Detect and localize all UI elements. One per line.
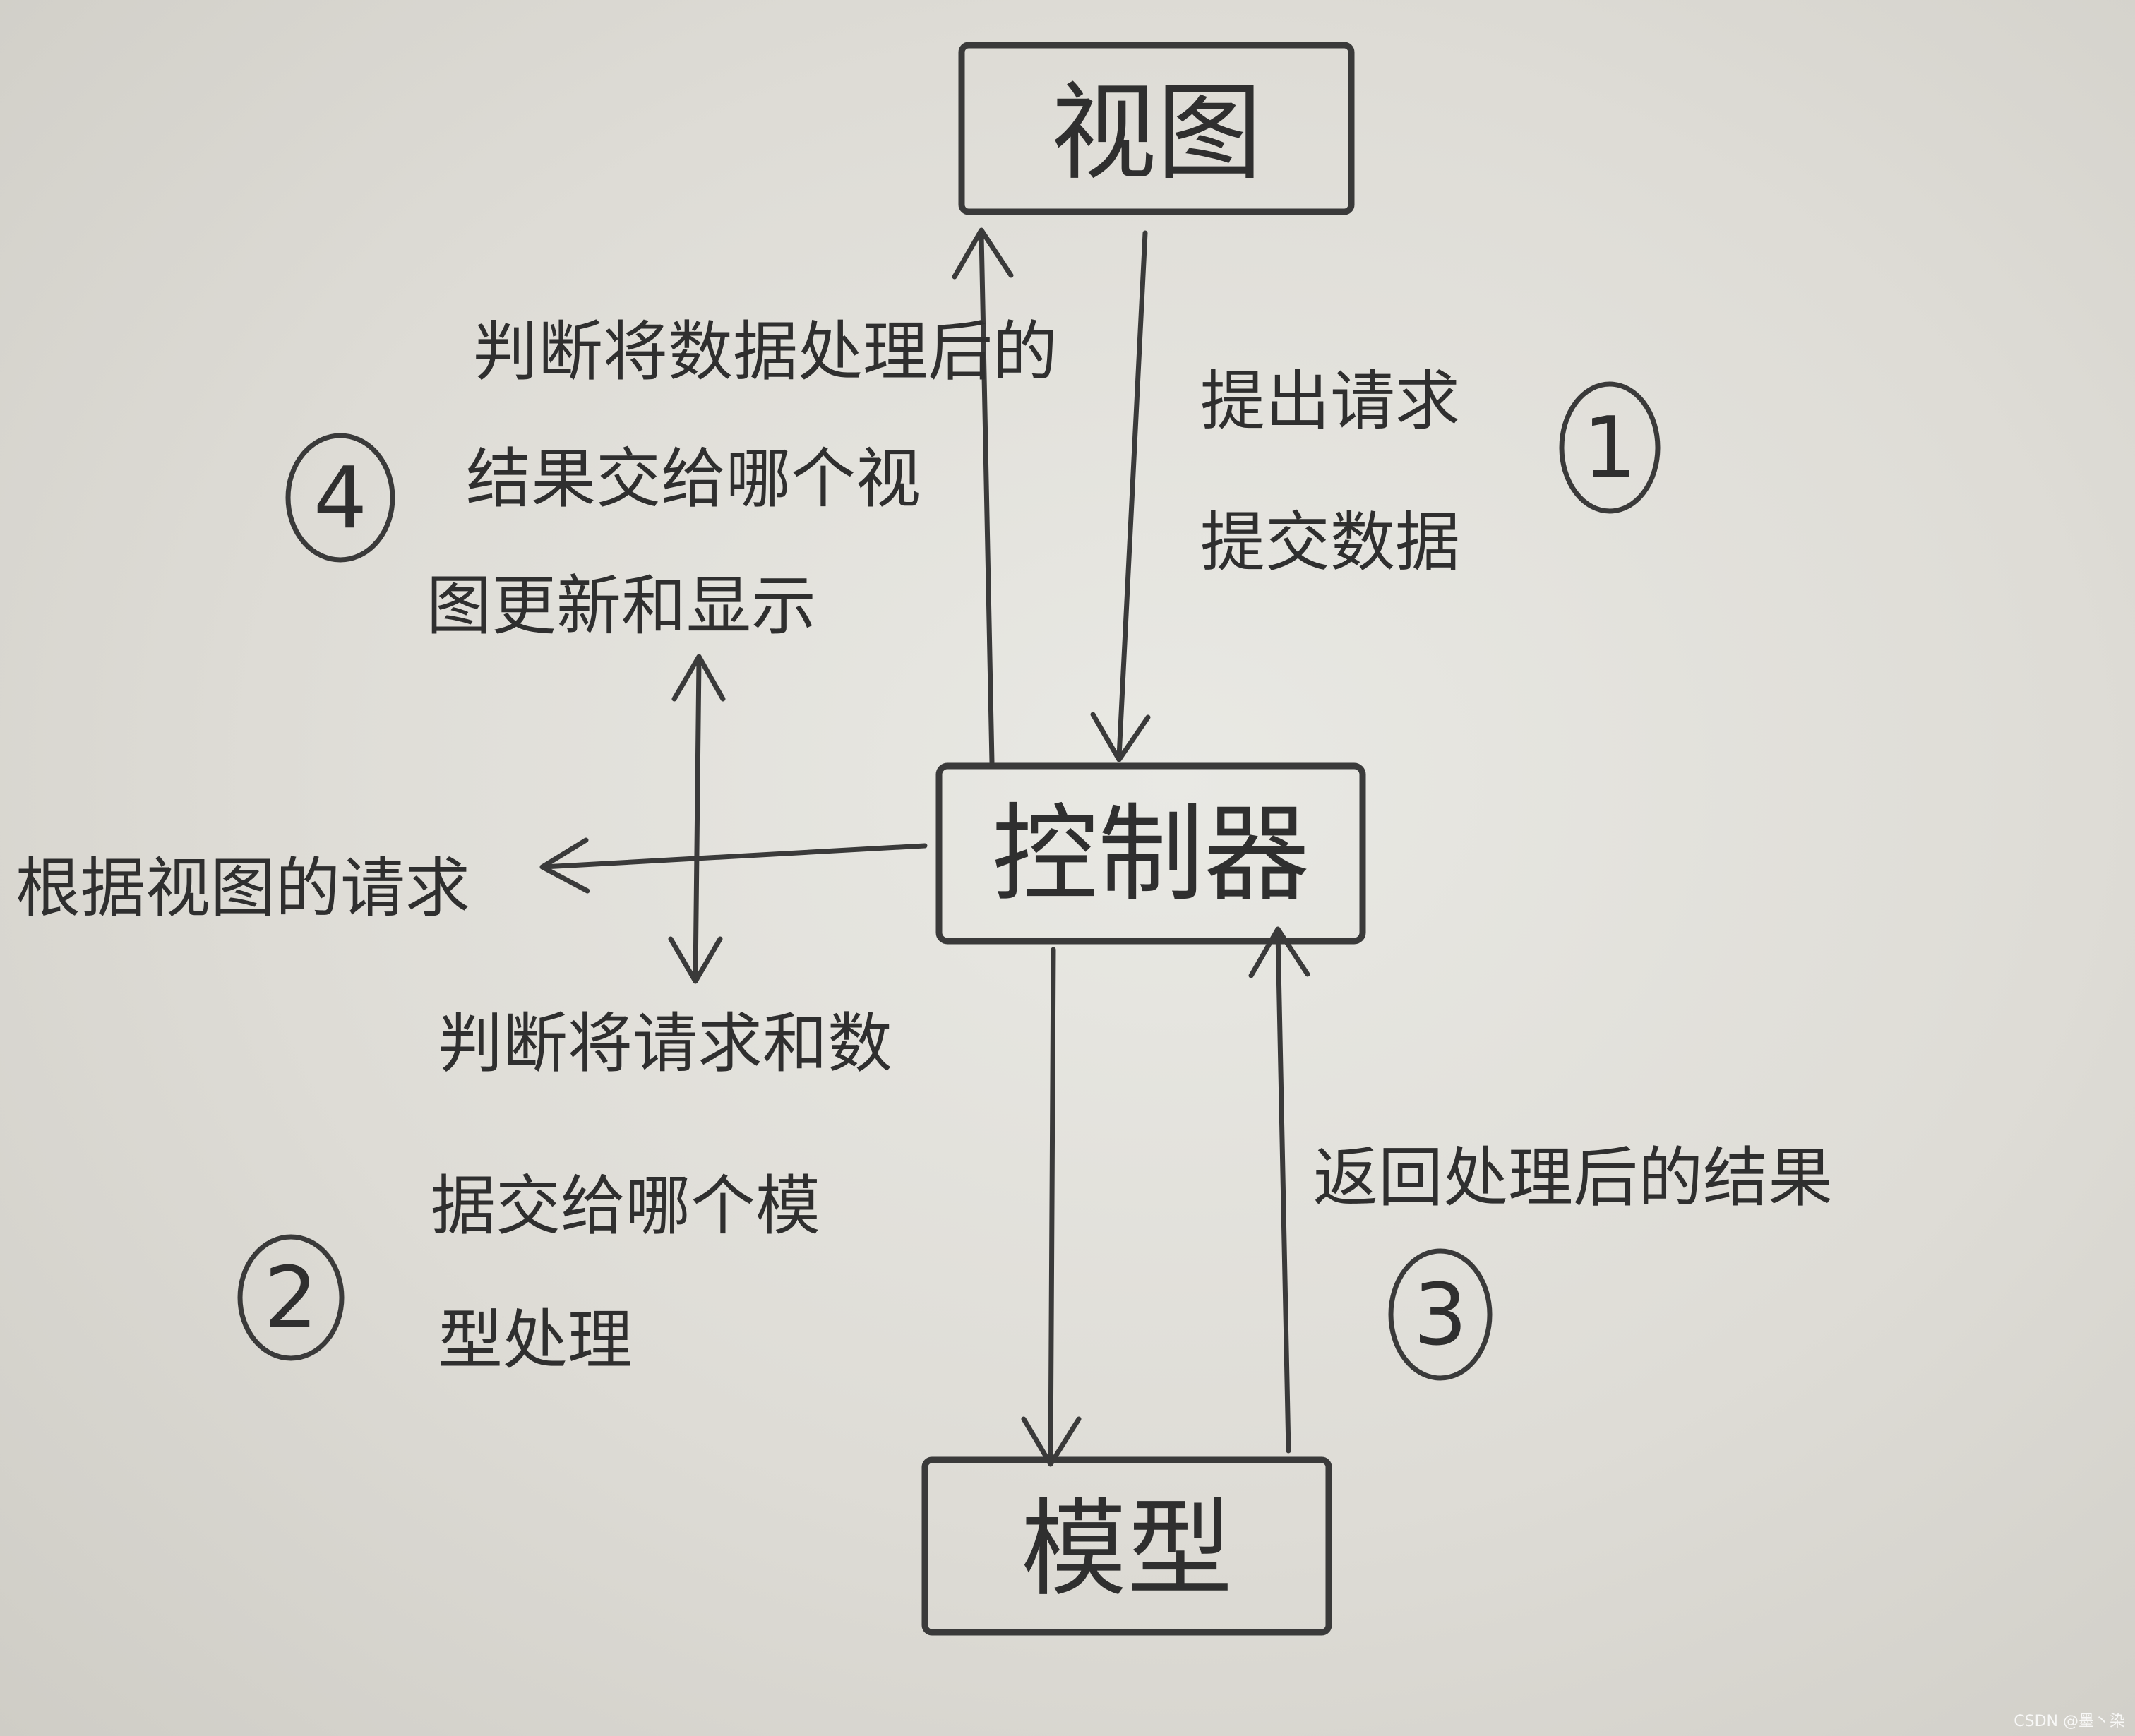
controller-node-label: 控制器 — [992, 794, 1310, 916]
step2-label-line2: 据交给哪个模 — [431, 1168, 820, 1244]
arrow-model-to-controller — [1275, 929, 1291, 1454]
model-node-box — [921, 1456, 1332, 1636]
step1-number: 1 — [1583, 400, 1637, 498]
step4-number: 4 — [313, 450, 367, 548]
controller-node-box — [935, 762, 1366, 945]
arrow-view-to-controller — [1116, 230, 1148, 760]
watermark: CSDN @墨丶染 — [2014, 1713, 2125, 1730]
view-node-label: 视图 — [1051, 72, 1262, 195]
step4-circle — [285, 433, 395, 563]
step4-label-line3: 图更新和显示 — [426, 568, 816, 644]
model-node-label: 模型 — [1021, 1488, 1233, 1611]
arrow-controller-to-model — [1048, 947, 1056, 1464]
step3-label-line1: 返回处理后的结果 — [1313, 1140, 1833, 1216]
arrow-head-between-left-labels-bottom — [668, 936, 723, 984]
step3-circle — [1388, 1248, 1493, 1381]
step4-label-line1: 判断将数据处理后的 — [473, 314, 1058, 390]
step1-label-line1: 提出请求 — [1200, 364, 1460, 439]
arrow-head-between-left-labels-top — [671, 654, 726, 702]
step2-label-line1: 判断将请求和数 — [438, 1006, 892, 1082]
step2-label-line3: 型处理 — [438, 1303, 633, 1378]
arrow-between-left-labels — [693, 657, 702, 981]
arrow-head-model-to-controller — [1248, 926, 1310, 978]
arrow-controller-to-branch — [541, 843, 928, 870]
step2-number: 2 — [264, 1250, 318, 1348]
step4-label-line2: 结果交给哪个视 — [466, 441, 921, 517]
arrow-head-controller-to-branch — [539, 837, 590, 894]
step1-circle — [1559, 381, 1661, 514]
view-node-box — [958, 42, 1355, 215]
branch-label: 根据视图的请求 — [16, 851, 470, 926]
step1-label-line2: 提交数据 — [1200, 505, 1460, 580]
arrow-controller-to-view — [979, 232, 995, 765]
arrow-head-view-to-controller — [1090, 712, 1151, 762]
arrow-head-controller-to-model — [1021, 1416, 1082, 1467]
arrow-head-controller-to-view — [952, 227, 1014, 280]
step3-number: 3 — [1413, 1267, 1467, 1365]
step2-circle — [237, 1234, 345, 1361]
